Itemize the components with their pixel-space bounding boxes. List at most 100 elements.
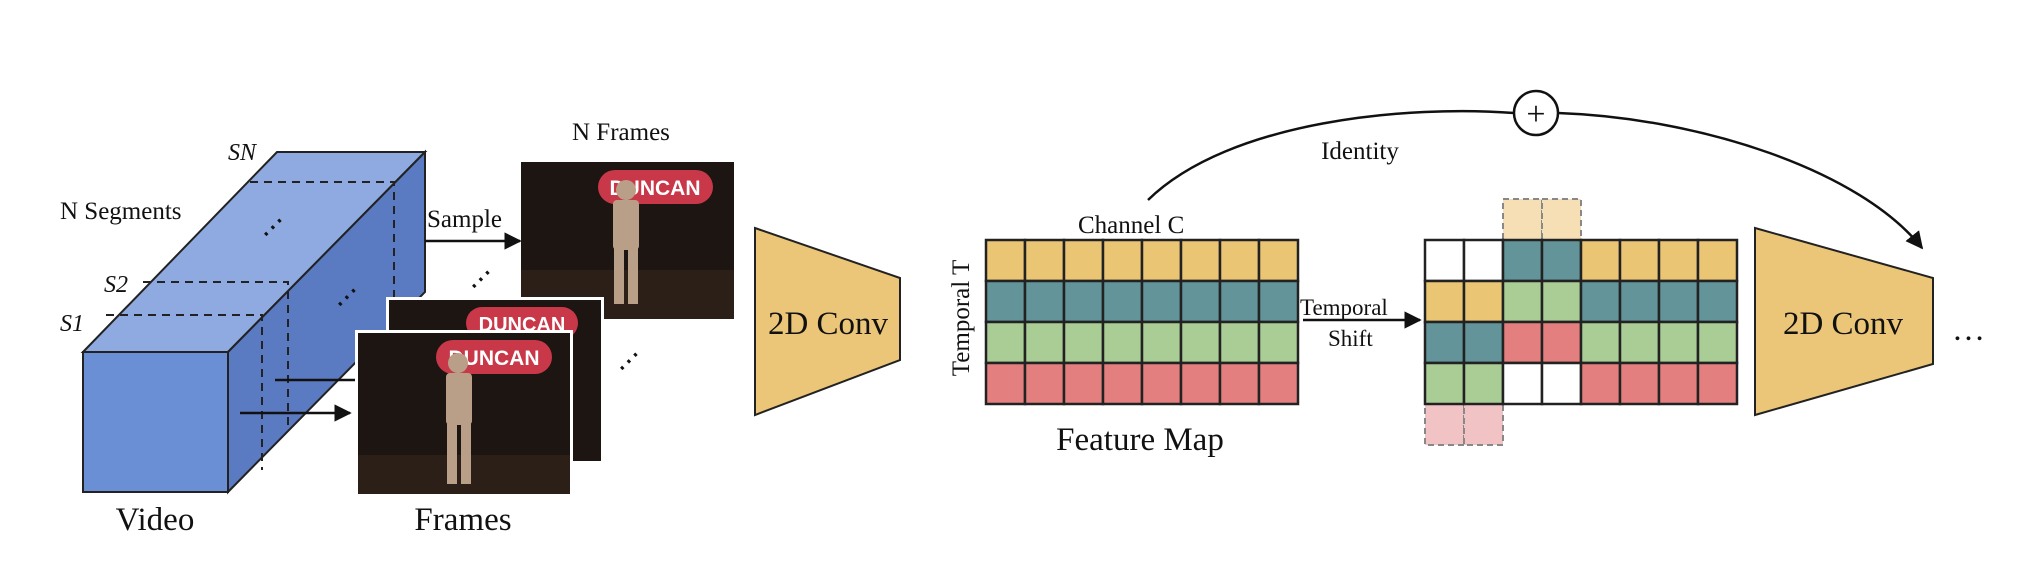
plus-circle-icon: + [1512, 89, 1560, 137]
label-n-segments: N Segments [60, 198, 182, 225]
conv-block-right: 2D Conv [1754, 226, 1934, 417]
label-frames: Frames [414, 502, 511, 538]
frame-front: DUNCAN [355, 330, 573, 497]
shifted-cell [1657, 320, 1700, 365]
label-temporal-shift-1: Temporal [1300, 295, 1388, 320]
shifted-cell [1501, 238, 1544, 283]
feature-cell [1179, 279, 1222, 324]
shifted-cell [1618, 238, 1661, 283]
label-temporal-shift-2: Shift [1328, 326, 1373, 351]
feature-cell [1023, 238, 1066, 283]
feature-cell [1218, 361, 1261, 406]
shifted-cell [1579, 279, 1622, 324]
feature-cell [1062, 320, 1105, 365]
shifted-cell [1618, 320, 1661, 365]
feature-cell [1179, 320, 1222, 365]
feature-cell [1023, 320, 1066, 365]
conv-label-right: 2D Conv [1783, 306, 1904, 342]
feature-cell [984, 238, 1027, 283]
feature-cell [1140, 238, 1183, 283]
feature-cell [984, 361, 1027, 406]
label-identity: Identity [1321, 138, 1399, 165]
feature-map-grid [984, 238, 1300, 406]
feature-cell [1218, 320, 1261, 365]
shifted-cell [1423, 238, 1466, 283]
shifted-cell [1579, 361, 1622, 406]
plus-sign: + [1526, 96, 1545, 133]
shifted-cell [1696, 279, 1739, 324]
frame-top: DUNCAN [521, 162, 734, 319]
feature-cell [1101, 320, 1144, 365]
shifted-cell [1657, 361, 1700, 406]
shifted-cell [1540, 361, 1583, 406]
segment-line-sn [250, 181, 395, 322]
feature-cell [1101, 361, 1144, 406]
shifted-ghost-cell [1541, 198, 1582, 241]
frame-front-sign-text: DUNCAN [449, 347, 540, 370]
shifted-feature-map-grid [1423, 198, 1739, 446]
trailing-ellipsis: … [1952, 312, 1985, 348]
shifted-cell [1462, 238, 1505, 283]
identity-curve-left [1147, 109, 1515, 201]
frames-gap-dots: ⋯ [460, 259, 502, 301]
shifted-ghost-cell [1424, 403, 1465, 446]
feature-cell [1257, 279, 1300, 324]
feature-cell [1062, 279, 1105, 324]
shifted-cell [1423, 361, 1466, 406]
feature-cell [1062, 361, 1105, 406]
conv-trapezoid-right [1754, 226, 1934, 417]
shifted-cell [1540, 279, 1583, 324]
shifted-cell [1423, 320, 1466, 365]
feature-cell [1023, 279, 1066, 324]
feature-cell [984, 320, 1027, 365]
shifted-cell [1462, 361, 1505, 406]
label-feature-map: Feature Map [1056, 422, 1224, 458]
shifted-cell [1423, 279, 1466, 324]
shifted-cell [1579, 238, 1622, 283]
feature-cell [1140, 320, 1183, 365]
shifted-cell [1462, 320, 1505, 365]
shifted-cell [1501, 361, 1544, 406]
shifted-cell [1501, 279, 1544, 324]
label-video: Video [116, 502, 195, 538]
identity-curve-right [1557, 111, 1924, 250]
frame-front-person [446, 353, 472, 484]
conv-block-left: 2D Conv [754, 226, 901, 417]
feature-cell [1140, 279, 1183, 324]
shifted-ghost-cell [1502, 198, 1543, 241]
label-n-frames: N Frames [572, 119, 670, 146]
feature-cell [984, 279, 1027, 324]
label-channel: Channel C [1078, 212, 1184, 239]
feature-cell [1101, 279, 1144, 324]
feature-cell [1101, 238, 1144, 283]
feature-cell [1062, 238, 1105, 283]
conv-trapezoid-left [754, 226, 901, 417]
feature-cell [1218, 279, 1261, 324]
shifted-cell [1618, 279, 1661, 324]
frames-right-dots: ⋯ [608, 341, 650, 383]
label-s-n: SN [228, 140, 258, 166]
shifted-cell [1462, 279, 1505, 324]
feature-cell [1023, 361, 1066, 406]
feature-cell [1218, 238, 1261, 283]
cuboid-front-face [82, 351, 229, 493]
conv-label-left: 2D Conv [768, 306, 889, 342]
feature-cell [1140, 361, 1183, 406]
shifted-cell [1618, 361, 1661, 406]
feature-cell [1257, 238, 1300, 283]
feature-cell [1179, 361, 1222, 406]
feature-cell [1179, 238, 1222, 283]
shifted-ghost-cell [1463, 403, 1504, 446]
label-s-1: S1 [60, 311, 84, 337]
shifted-cell [1657, 279, 1700, 324]
shifted-cell [1696, 361, 1739, 406]
feature-cell [1257, 320, 1300, 365]
shifted-cell [1579, 320, 1622, 365]
label-s-2: S2 [104, 272, 128, 298]
shifted-cell [1501, 320, 1544, 365]
video-cuboid: ⋯ ⋯ [80, 149, 428, 495]
shifted-cell [1540, 238, 1583, 283]
shifted-cell [1540, 320, 1583, 365]
feature-cell [1257, 361, 1300, 406]
